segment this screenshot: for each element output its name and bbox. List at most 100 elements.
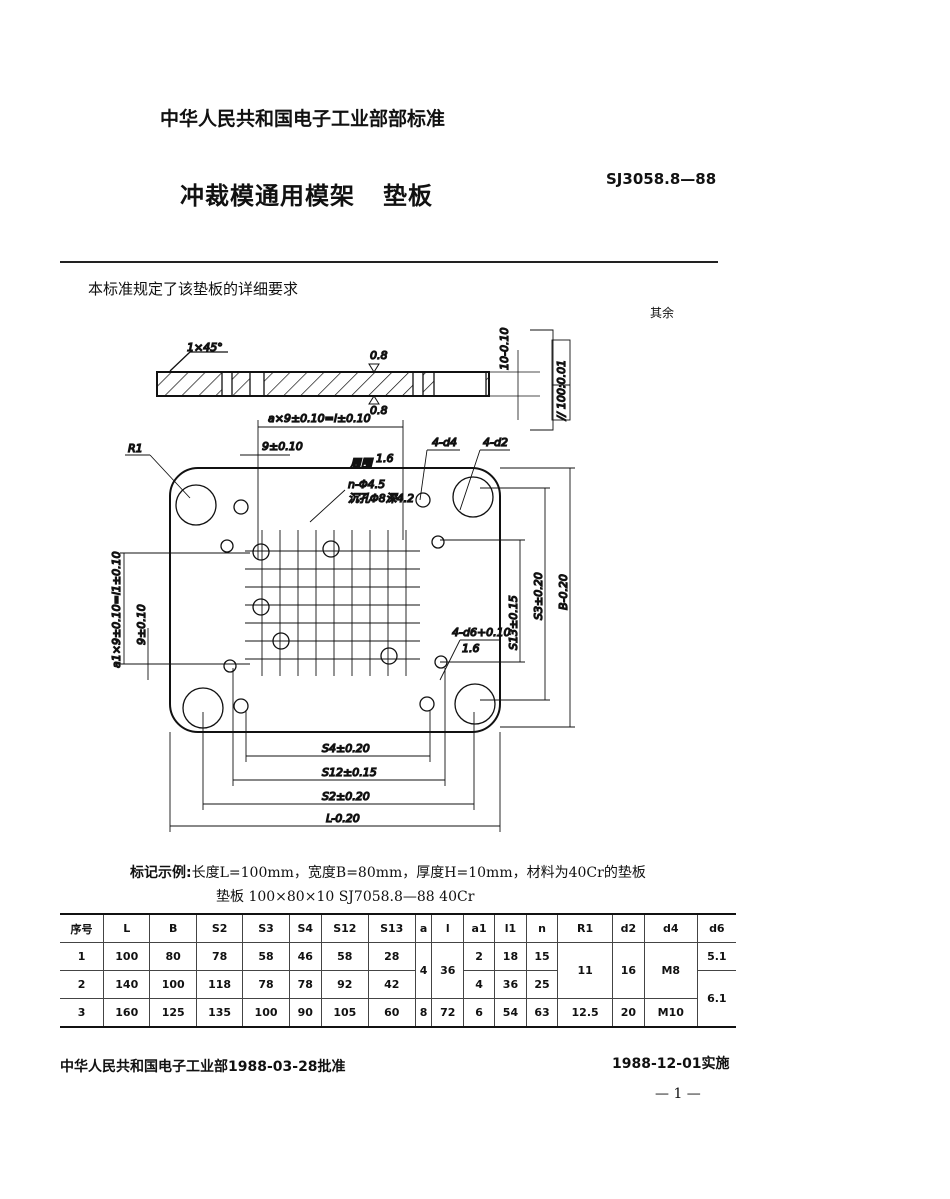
col-header: S3 <box>242 913 290 943</box>
cell: 8 <box>414 998 433 1028</box>
cell: 15 <box>525 942 559 971</box>
header-divider <box>60 261 718 263</box>
col-header: d2 <box>611 913 645 943</box>
dimension-lines <box>120 420 575 832</box>
thickness-dim: 10-0.10 <box>498 328 511 370</box>
approval-note: 中华人民共和国电子工业部1988-03-28批准 <box>60 1059 346 1075</box>
cell: 100 <box>149 970 197 999</box>
pitch-vertical-dim: 9±0.10 <box>135 604 148 645</box>
technical-drawing: 1×45° 0.8 0.8 10-0.10 // 100:0.01 a×9±0.… <box>109 327 575 832</box>
cell: 105 <box>320 998 369 1028</box>
d6-label: 4-d6+0.10 <box>452 626 511 639</box>
s13-dim: S13±0.15 <box>507 595 520 650</box>
cell: 58 <box>242 942 290 971</box>
col-header: B <box>149 913 197 943</box>
cell: 78 <box>195 942 244 971</box>
col-header: d6 <box>696 913 736 943</box>
cell: 60 <box>367 998 416 1028</box>
title-sub: 垫板 <box>383 182 433 210</box>
d2-label: 4-d2 <box>483 436 508 449</box>
cell: 25 <box>525 970 559 999</box>
cell: 92 <box>320 970 369 999</box>
l-dim: L-0.20 <box>326 812 360 825</box>
col-header: l1 <box>494 913 527 943</box>
cell: 6.1 <box>696 970 736 1028</box>
col-header: S4 <box>288 913 322 943</box>
cell: M10 <box>643 998 698 1028</box>
a1-total-dim: a1×9±0.10=l1±0.10 <box>110 551 123 668</box>
example-line-1: 标记示例:长度L=100mm，宽度B=80mm，厚度H=10mm，材料为40Cr… <box>130 862 646 882</box>
cell: 11 <box>557 942 613 999</box>
cell: 125 <box>149 998 197 1028</box>
d4-label: 4-d4 <box>432 436 457 449</box>
col-header: S12 <box>320 913 369 943</box>
standard-code: SJ3058.8—88 <box>606 170 717 188</box>
effective-date: 1988-12-01实施 <box>612 1056 730 1072</box>
cell: 5.1 <box>696 942 736 971</box>
roughness-d6: 1.6 <box>462 642 480 655</box>
intro-text: 本标准规定了该垫板的详细要求 <box>88 280 299 298</box>
section-view <box>156 329 571 431</box>
cell: 90 <box>288 998 322 1028</box>
col-header: R1 <box>557 913 613 943</box>
chamfer-label: 1×45° <box>187 341 223 354</box>
parallelism-tolerance: // 100:0.01 <box>555 360 568 421</box>
cell: 4 <box>414 942 433 999</box>
r1-label: R1 <box>128 442 143 455</box>
roughness-side: 1.6 <box>376 452 394 465</box>
rest-roughness-note: 其余 <box>650 306 675 320</box>
cell: 78 <box>288 970 322 999</box>
cell: 118 <box>195 970 244 999</box>
cell: 100 <box>103 942 151 971</box>
s12-dim: S12±0.15 <box>322 766 377 779</box>
col-header: L <box>103 913 151 943</box>
col-header: S2 <box>195 913 244 943</box>
cell: 80 <box>149 942 197 971</box>
s2-dim: S2±0.20 <box>322 790 370 803</box>
cell: 28 <box>367 942 416 971</box>
cell: M8 <box>643 942 698 999</box>
cell: 46 <box>288 942 322 971</box>
b-dim: B-0.20 <box>557 574 570 610</box>
cell: 135 <box>195 998 244 1028</box>
cell: 20 <box>611 998 645 1028</box>
cell: 140 <box>103 970 151 999</box>
plan-view <box>169 467 501 733</box>
example-line-2: 垫板 100×80×10 SJ7058.8—88 40Cr <box>216 889 475 905</box>
cell: 160 <box>103 998 151 1028</box>
example-label: 标记示例: <box>130 865 192 881</box>
cell: 1 <box>60 942 105 971</box>
cell: 2 <box>463 942 496 971</box>
col-header: a <box>414 913 433 943</box>
cell: 18 <box>494 942 527 971</box>
s3-dim: S3±0.20 <box>532 572 545 620</box>
col-header: d4 <box>643 913 698 943</box>
cell: 72 <box>431 998 465 1028</box>
page-title: 冲裁模通用模架垫板 <box>180 176 433 211</box>
cell: 3 <box>60 998 105 1028</box>
cell: 16 <box>611 942 645 999</box>
roughness-top: 0.8 <box>370 349 388 362</box>
cell: 6 <box>463 998 496 1028</box>
col-header: 序号 <box>60 913 105 943</box>
page-number: — 1 — <box>655 1086 701 1102</box>
title-main: 冲裁模通用模架 <box>180 182 355 210</box>
around-label: 周围 <box>350 457 374 470</box>
cell: 42 <box>367 970 416 999</box>
col-header: n <box>525 913 559 943</box>
col-header: l <box>431 913 465 943</box>
pitch-total-dim: a×9±0.10=l±0.10 <box>268 412 371 425</box>
cell: 36 <box>494 970 527 999</box>
cell: 78 <box>242 970 290 999</box>
roughness-bottom: 0.8 <box>370 404 388 417</box>
col-header: S13 <box>367 913 416 943</box>
cell: 2 <box>60 970 105 999</box>
s4-dim: S4±0.20 <box>322 742 370 755</box>
cell: 12.5 <box>557 998 613 1028</box>
holes-label: n-Φ4.5 <box>348 478 385 491</box>
